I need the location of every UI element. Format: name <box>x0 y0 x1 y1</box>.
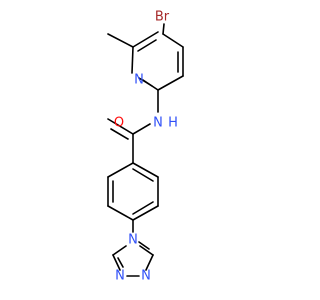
bond <box>132 123 151 135</box>
carbonyl-oxygen-label: O <box>114 116 124 131</box>
bond <box>162 33 184 48</box>
molecule-structure: Br N N H O N N N <box>107 9 184 284</box>
amide-nitrogen-label: N <box>153 116 163 131</box>
atom-labels: Br N N H O N N N <box>114 10 178 284</box>
triazole-nitrogen-4-label: N <box>128 233 138 248</box>
bond <box>145 254 154 271</box>
bond <box>112 245 127 256</box>
bond <box>162 23 165 35</box>
bond <box>117 257 124 268</box>
bond <box>157 75 184 91</box>
pyridine-nitrogen-label: N <box>134 73 144 88</box>
bromine-label: Br <box>155 10 170 25</box>
bond <box>137 39 157 52</box>
triazole-nitrogen-1-label: N <box>115 269 125 284</box>
bond <box>131 46 134 74</box>
bond <box>138 77 153 87</box>
bond <box>107 205 134 221</box>
bond <box>139 245 154 256</box>
bond <box>110 128 129 140</box>
bond <box>132 168 154 182</box>
triazole-nitrogen-3-label: N <box>141 269 151 284</box>
bond <box>107 33 134 48</box>
amide-hydrogen-label: H <box>168 116 178 131</box>
bond <box>107 162 134 178</box>
bond <box>132 205 159 221</box>
bond <box>132 31 159 48</box>
bond-lines <box>107 23 184 277</box>
bond <box>132 162 159 178</box>
bond <box>138 241 150 250</box>
bond <box>107 118 134 135</box>
bond <box>132 201 154 215</box>
bond <box>112 254 121 271</box>
